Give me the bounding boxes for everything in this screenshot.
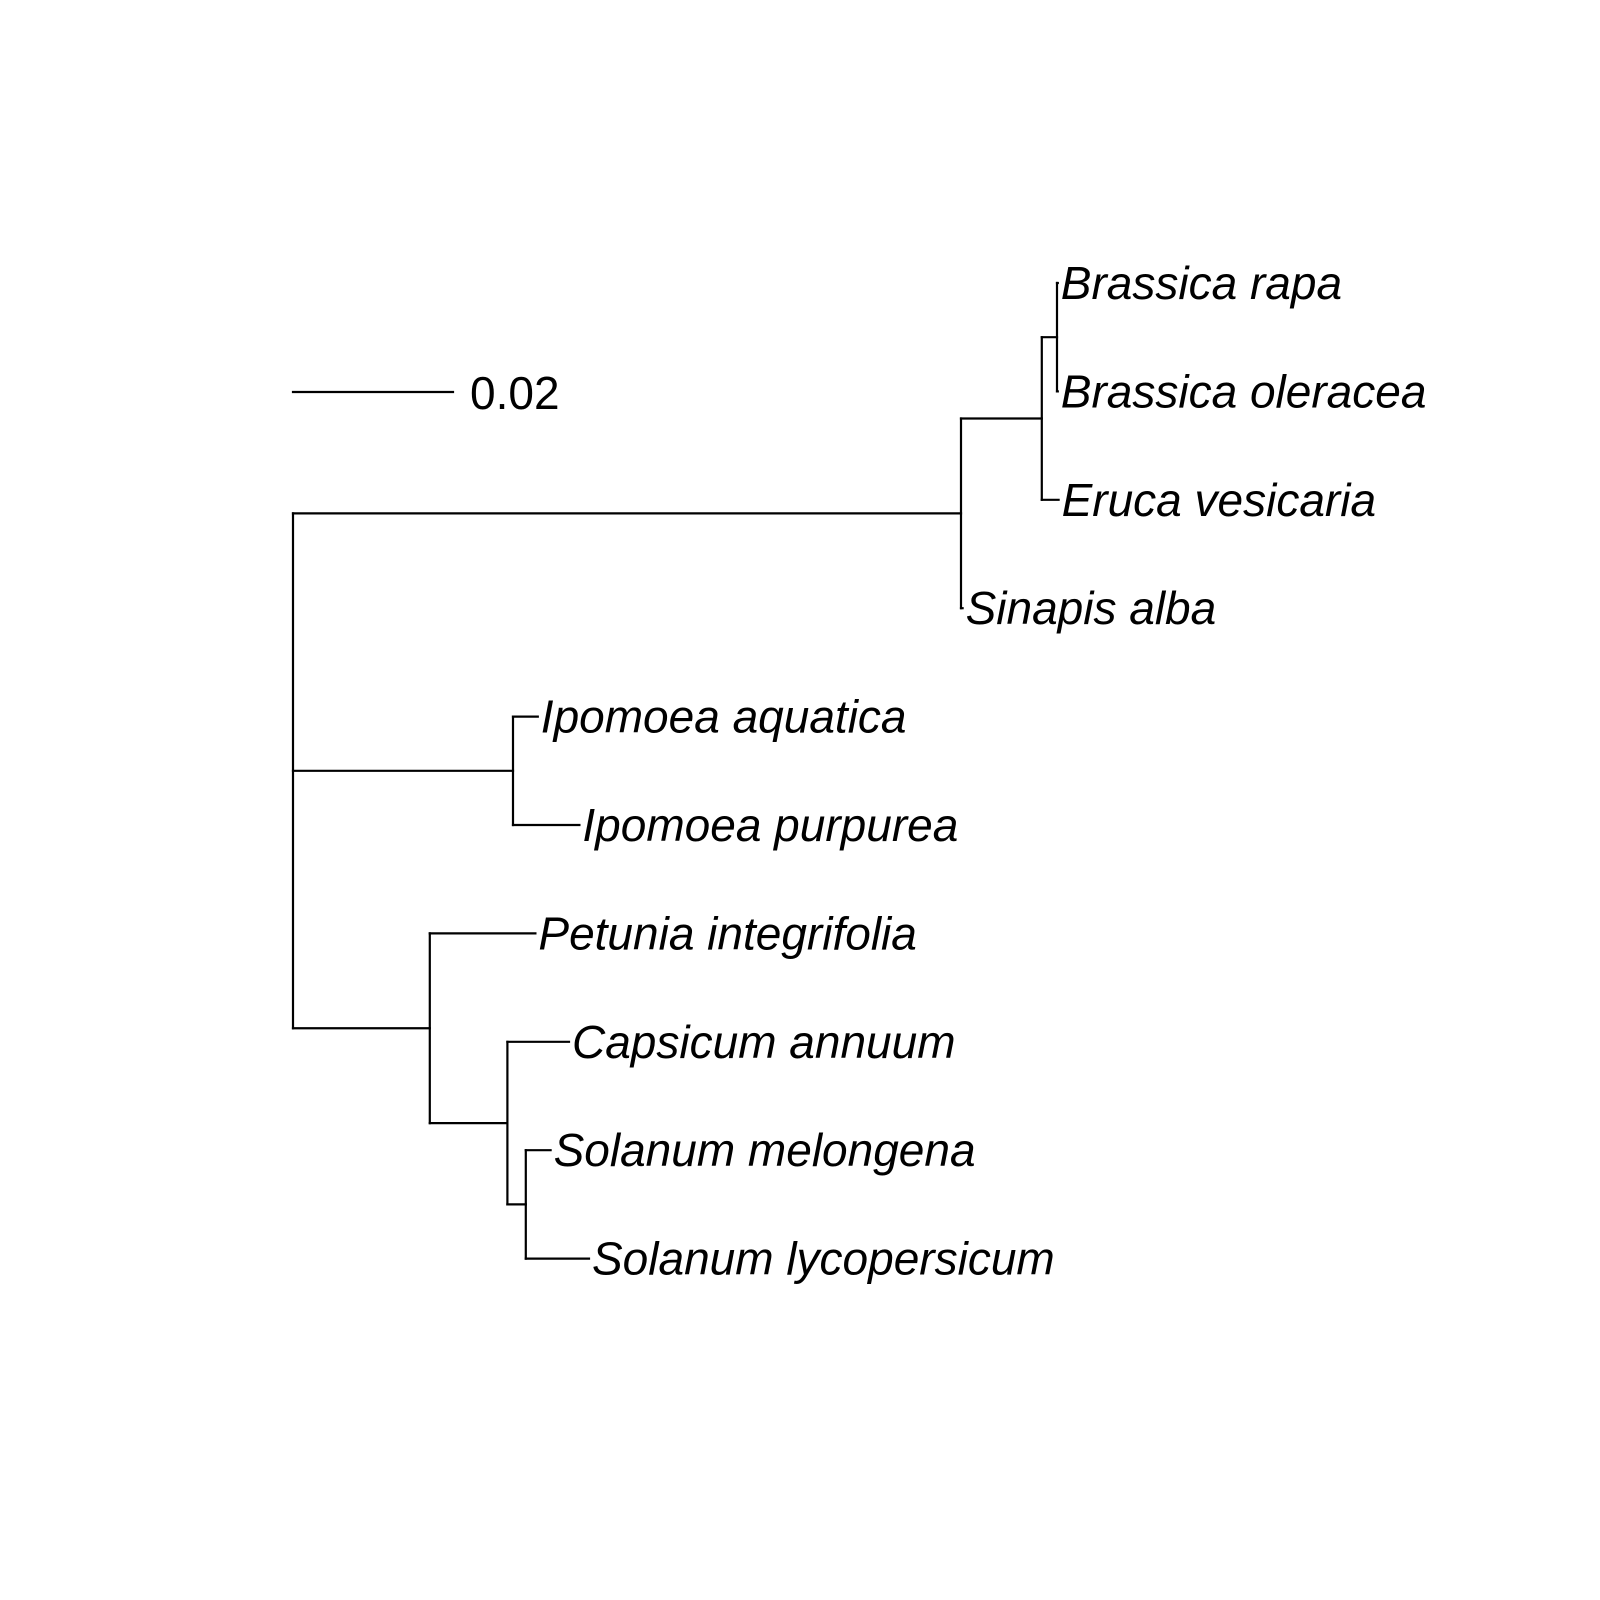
- tip-label-ipomoea-aquatica: Ipomoea aquatica: [541, 691, 907, 743]
- tip-label-petunia-integrifolia: Petunia integrifolia: [538, 907, 916, 959]
- tip-label-solanum-lycopersicum: Solanum lycopersicum: [592, 1233, 1055, 1285]
- tip-label-solanum-melongena: Solanum melongena: [554, 1124, 976, 1176]
- scale-bar: 0.02: [291, 367, 560, 419]
- tip-label-eruca-vesicaria: Eruca vesicaria: [1062, 474, 1376, 526]
- tip-label-capsicum-annuum: Capsicum annuum: [572, 1016, 956, 1068]
- scale-bar-label: 0.02: [470, 367, 560, 419]
- tip-label-sinapis-alba: Sinapis alba: [966, 582, 1217, 634]
- tip-label-brassica-oleracea: Brassica oleracea: [1061, 365, 1427, 417]
- tree-branches: [291, 281, 1060, 1260]
- tip-label-brassica-rapa: Brassica rapa: [1061, 257, 1342, 309]
- tip-label-ipomoea-purpurea: Ipomoea purpurea: [582, 799, 958, 851]
